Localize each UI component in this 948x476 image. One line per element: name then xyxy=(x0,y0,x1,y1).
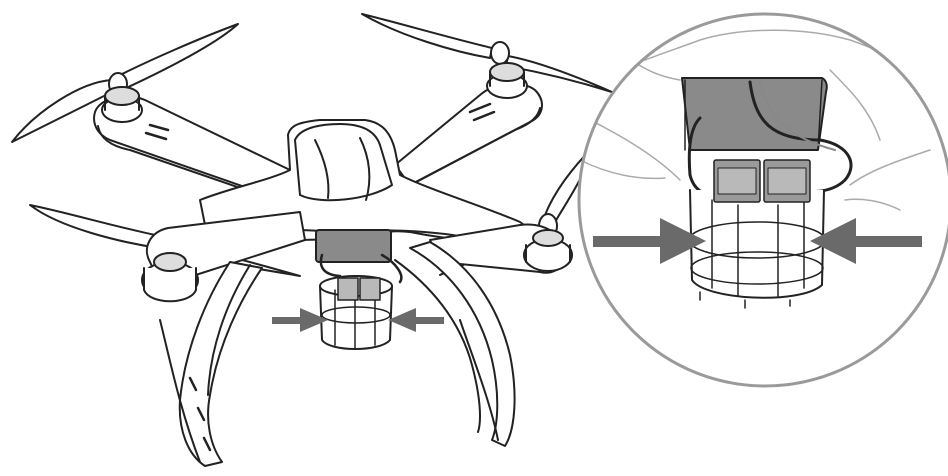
arrow-right-icon xyxy=(593,218,706,264)
callout-ring xyxy=(577,12,948,388)
ribbon-connector-left xyxy=(337,277,359,301)
arrow-left-icon xyxy=(388,308,444,332)
arm-rear-right xyxy=(394,82,543,186)
battery-connector-panel xyxy=(315,229,392,263)
motor-rear-right xyxy=(486,62,528,99)
arrow-right-icon xyxy=(272,308,328,332)
propeller-rear-right xyxy=(361,13,613,93)
motor-front-left xyxy=(141,252,199,303)
canopy xyxy=(294,123,393,202)
arrow-pair-drone xyxy=(272,308,444,332)
battery-connector-panel-large xyxy=(681,77,828,151)
drone xyxy=(11,13,613,467)
motor-rear-left xyxy=(101,86,143,123)
landing-gear-right xyxy=(409,241,516,447)
callout-magnifier xyxy=(577,12,948,388)
arrow-pair-callout xyxy=(593,218,922,264)
gimbal-cage-large xyxy=(688,189,826,309)
ribbon-connector-right xyxy=(359,277,381,301)
motor-front-right xyxy=(523,229,573,272)
arrow-left-icon xyxy=(810,218,922,264)
